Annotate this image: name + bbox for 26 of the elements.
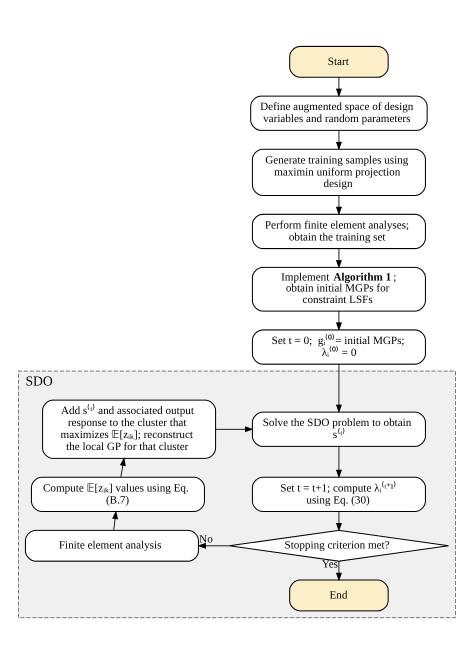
- node-box: Implement Algorithm 1; obtain initial MGPs for constraint LSFs: [252, 266, 426, 312]
- arrow: [336, 364, 342, 414]
- node-box: Perform finite element analyses; obtain the training set: [252, 214, 426, 250]
- arrow: [336, 446, 342, 478]
- edge-label: No: [199, 534, 213, 546]
- node-box: Start: [289, 46, 389, 78]
- arrow: [336, 248, 342, 269]
- arrow: [336, 130, 342, 150]
- arrow: [336, 76, 342, 98]
- arrow: [197, 542, 230, 549]
- arrow: [336, 560, 342, 582]
- arrow: [336, 195, 342, 216]
- node-box: Compute 𝔼[zᵢₖ] values using Eq. (B.7): [30, 476, 205, 512]
- node-box: End: [289, 580, 389, 612]
- node-box: Add s⁽ᵗ⁾ and associated output response to the cluster that maximizes 𝔼[zᵢₖ]; reconstruct the local GP for that cluster: [42, 400, 216, 459]
- arrow: [112, 510, 118, 531]
- arrow: [336, 511, 342, 532]
- node-box: Generate training samples using maximin uniform projection design: [252, 148, 426, 196]
- arrow: [120, 457, 126, 478]
- arrow: [216, 426, 254, 432]
- node-box: Solve the SDO problem to obtain s⁽ᵗ⁾: [252, 412, 426, 447]
- node-box: Define augmented space of design variables and random parameters: [250, 96, 428, 131]
- node-box: Set t = t+1; compute λᵢ⁽ᵗ⁺¹⁾ using Eq. (30): [252, 476, 426, 512]
- node-box: Finite element analysis: [24, 530, 199, 562]
- node-box: Set t = 0; gᵢ⁽⁰⁾= initial MGPs; λᵢ⁽⁰⁾ = 0: [252, 329, 426, 365]
- arrow: [336, 310, 342, 331]
